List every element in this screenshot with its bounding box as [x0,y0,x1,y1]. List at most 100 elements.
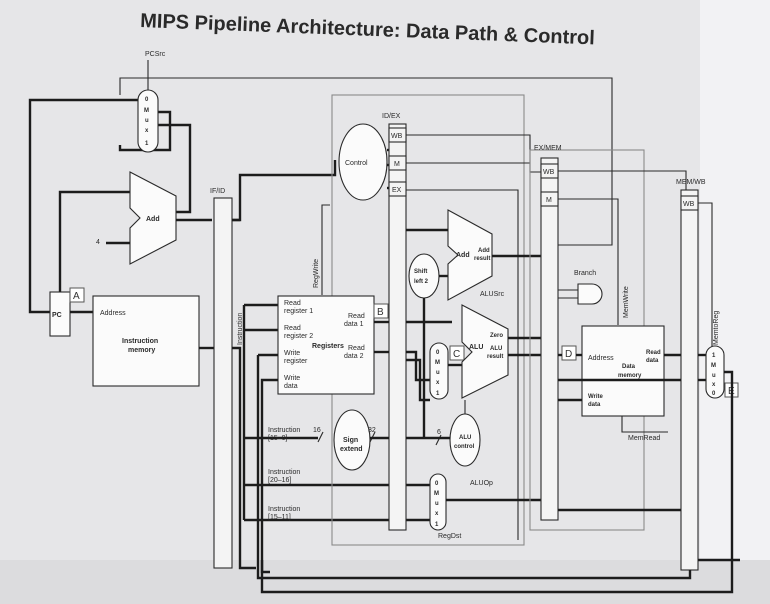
if-id-register [213,197,233,569]
svg-text:M: M [711,363,716,369]
aluop-label: ALUOp [470,480,493,487]
svg-text:1: 1 [435,522,439,528]
svg-text:u: u [712,373,716,379]
dm-write-data-l2: data [588,402,601,408]
alusrc-label: ALUSrc [480,291,505,298]
svg-text:x: x [435,511,439,517]
control-unit [338,123,388,201]
alu-mux-labels: 0 M u x 1 [435,350,440,397]
branch-adder [447,209,493,301]
bits-16: 16 [313,427,321,434]
svg-text:M: M [434,491,439,497]
im-title-line2: memory [128,347,155,354]
id-ex-m-label: M [394,161,400,168]
instr-15-0-l2: [15–0] [268,435,288,442]
regdst-label: RegDst [438,533,461,540]
svg-text:u: u [435,501,439,507]
if-id-label: IF/ID [210,188,225,195]
regdst-mux-labels: 0 M u x 1 [434,481,439,528]
svg-text:1: 1 [145,141,149,147]
ex-mem-register [540,157,559,521]
instr-15-11-l1: Instruction [268,506,300,513]
dm-write-data-l1: Write [588,394,604,400]
dm-read-data-l1: Read [646,350,661,356]
mem-wb-wb-label: WB [683,201,695,208]
dm-read-data-l2: data [646,358,659,364]
pc-adder [129,171,177,265]
alu-control-l1: ALU [459,435,471,441]
alu-label: ALU [469,344,483,351]
annotation-a [69,287,85,303]
annotation-d [561,345,577,361]
id-ex-wb-label: WB [391,133,403,140]
branch-and-gate [577,283,603,305]
pc-mux [137,89,159,153]
shift-left-2 [408,253,440,299]
svg-text:u: u [145,118,149,124]
if-id-instruction-label: Instruction [237,313,244,345]
branch-label: Branch [574,270,596,277]
alu [461,304,509,399]
ex-mem-m-label: M [546,197,552,204]
rf-read-data2-l1: Read [348,345,365,352]
id-ex-register [388,123,407,531]
rf-read-data2-l2: data 2 [344,353,364,360]
rf-write-reg-l2: register [284,358,308,365]
alu-mux [429,342,449,400]
svg-text:1: 1 [712,353,716,359]
instr-15-0-l1: Instruction [268,427,300,434]
mem-wb-register [680,189,699,571]
rf-read-data1-l2: data 1 [344,321,364,328]
bits-32: 32 [368,427,376,434]
control-label: Control [345,160,368,167]
pc-label: PC [52,312,62,319]
rf-write-data-l1: Write [284,375,300,382]
annotation-a-label: A [73,291,80,302]
svg-text:x: x [712,382,716,388]
svg-text:x: x [145,128,149,134]
memwrite-label: MemWrite [623,286,630,318]
branch-adder-result-l1: Add [478,248,490,254]
id-ex-ex [388,181,407,197]
instr-20-16-l2: [20–16] [268,477,291,484]
bits-6: 6 [437,429,441,436]
instr-15-11-l2: [15–11] [268,514,291,521]
branch-adder-add: Add [456,252,470,259]
memtoreg-label: MemtoReg [713,311,720,345]
constant-four: 4 [96,239,100,246]
sign-extend [333,409,371,471]
shift-left-l1: Shift [414,269,427,275]
annotation-c [449,345,465,361]
svg-text:0: 0 [435,481,439,487]
pc-register [49,291,71,337]
im-title-line1: Instruction [122,338,158,345]
annotation-b-label: B [377,307,384,318]
register-file [277,295,375,395]
memread-label: MemRead [628,435,660,442]
svg-text:0: 0 [436,350,440,356]
instruction-memory [92,295,200,387]
shift-left-l2: left 2 [414,279,429,285]
regdst-mux [429,473,447,531]
sign-extend-l1: Sign [343,437,358,444]
dm-address-label: Address [588,355,614,362]
rf-read-reg2-l2: register 2 [284,333,313,340]
alu-zero-label: Zero [490,333,503,339]
dm-title-l1: Data [622,364,636,370]
pc-mux-labels: 0 M u x 1 [144,97,149,147]
dm-title-l2: memory [618,373,642,379]
annotation-d-label: D [565,349,572,360]
rf-write-reg-l1: Write [284,350,300,357]
instr-20-16-l1: Instruction [268,469,300,476]
id-ex-label: ID/EX [382,113,401,120]
data-memory [581,325,665,417]
rf-read-reg1-l2: register 1 [284,308,313,315]
annotation-b [373,303,389,319]
svg-text:x: x [436,380,440,386]
ex-mem-wb-label: WB [543,169,555,176]
pcsrc-label: PCSrc [145,51,166,58]
svg-text:M: M [435,360,440,366]
alu-result-l1: ALU [490,346,502,352]
pc-adder-label: Add [146,216,160,223]
